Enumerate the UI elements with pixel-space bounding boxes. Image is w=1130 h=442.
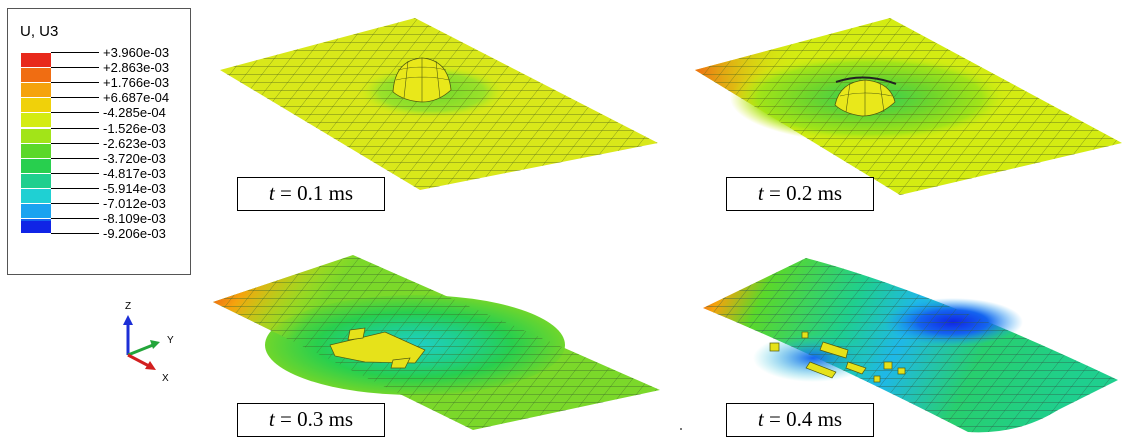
plate-panel-1 [220, 18, 658, 190]
y-arrowhead [150, 340, 160, 349]
legend-value: -7.012e-03 [103, 196, 166, 211]
legend-swatch [21, 173, 51, 188]
time-label-4: t = 0.4 ms [726, 403, 874, 437]
legend-swatch [21, 53, 51, 68]
legend-value: -8.109e-03 [103, 211, 166, 227]
legend-swatch [21, 68, 51, 83]
impactor-fragments [329, 327, 426, 369]
legend-tick [51, 157, 99, 159]
mesh-grid [213, 255, 660, 430]
legend-swatch [21, 98, 51, 113]
coordinate-triad: Z Y X [123, 301, 174, 384]
legend-value: +3.960e-03 [103, 45, 170, 60]
legend-swatch [21, 143, 51, 158]
mesh-grid [695, 18, 1122, 195]
x-axis [127, 353, 150, 368]
legend-value: +2.863e-03 [103, 60, 170, 76]
legend-swatch [21, 158, 51, 173]
legend-value: -3.720e-03 [103, 150, 166, 166]
x-label: X [162, 373, 169, 384]
impactor-dome [834, 76, 897, 117]
impactor-dome [392, 57, 452, 103]
legend-value: +1.766e-03 [103, 75, 170, 91]
mesh-grid [703, 258, 1118, 433]
legend-tick [51, 127, 99, 129]
legend-tick [51, 67, 99, 69]
legend-tick [51, 172, 99, 174]
legend-swatch [21, 113, 51, 128]
legend-swatch [21, 221, 51, 234]
plate-panel-3 [213, 255, 660, 430]
stray-dot [680, 428, 682, 430]
legend-tick [51, 203, 99, 204]
plate-panel-4 [703, 258, 1118, 433]
legend-tick [51, 82, 99, 84]
legend-value: -5.914e-03 [103, 180, 166, 196]
legend-value: -1.526e-03 [103, 120, 166, 136]
time-label-3: t = 0.3 ms [237, 403, 385, 437]
legend-tick [51, 218, 99, 220]
plate-panel-2 [695, 18, 1122, 195]
legend-value: -9.206e-03 [103, 226, 166, 242]
legend-value: -4.285e-04 [103, 105, 166, 121]
legend-swatch [21, 204, 51, 219]
z-arrowhead [123, 315, 133, 325]
time-label-1: t = 0.1 ms [237, 177, 385, 211]
legend-tick [51, 233, 99, 235]
legend-value: -4.817e-03 [103, 165, 166, 181]
legend-tick [51, 52, 99, 53]
legend-value: +6.687e-04 [103, 90, 170, 106]
legend-title: U, U3 [20, 23, 59, 40]
legend-swatch [21, 83, 51, 98]
z-label: Z [125, 301, 131, 312]
contour-legend: U, U3 +3.960e-03+2.863e-03+1.766e-03+6.6… [7, 8, 191, 275]
legend-tick [51, 187, 99, 189]
mesh-grid [220, 18, 658, 190]
impactor-fragments [769, 331, 906, 383]
y-label: Y [167, 335, 174, 346]
time-label-2: t = 0.2 ms [726, 177, 874, 211]
y-axis [127, 343, 154, 357]
legend-value: -2.623e-03 [103, 135, 166, 151]
legend-tick [51, 97, 99, 99]
legend-tick [51, 142, 99, 144]
x-arrowhead [145, 361, 156, 370]
legend-tick [51, 112, 99, 114]
legend-swatch [21, 188, 51, 203]
legend-swatch [21, 128, 51, 143]
